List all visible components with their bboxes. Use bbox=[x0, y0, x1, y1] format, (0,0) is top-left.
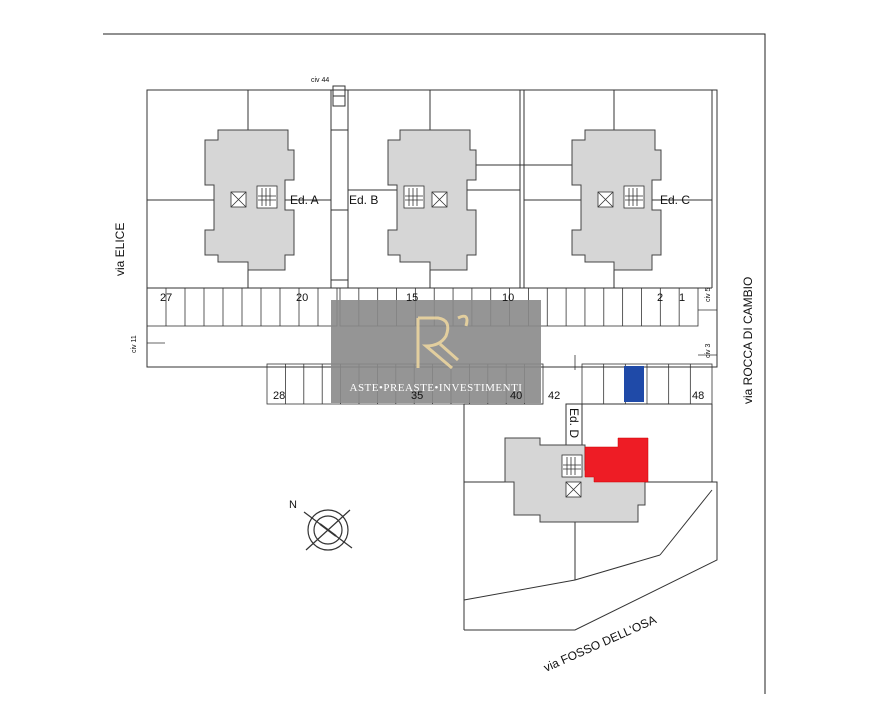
stair-lift-symbols bbox=[230, 185, 645, 498]
civic-44-label: civ 44 bbox=[311, 77, 329, 84]
parking-number-15: 15 bbox=[406, 292, 418, 304]
building-c-label: Ed. C bbox=[660, 193, 690, 207]
highlighted-apartment bbox=[584, 437, 649, 483]
building-d-label: Ed. D bbox=[567, 408, 581, 438]
building-b-label: Ed. B bbox=[349, 193, 378, 207]
highlighted-parking-space bbox=[624, 366, 644, 402]
parking-number-42: 42 bbox=[548, 390, 560, 402]
parking-number-28: 28 bbox=[273, 390, 285, 402]
parking-number-27: 27 bbox=[160, 292, 172, 304]
parking-number-10: 10 bbox=[502, 292, 514, 304]
parking-number-40: 40 bbox=[510, 390, 522, 402]
parking-number-48: 48 bbox=[692, 390, 704, 402]
driveway bbox=[147, 309, 717, 370]
building-c-footprint bbox=[571, 129, 662, 271]
civic-3-label: civ 3 bbox=[705, 344, 712, 359]
compass-north-label: N bbox=[289, 499, 297, 511]
parking-number-35: 35 bbox=[411, 390, 423, 402]
civic-11-label: civ 11 bbox=[131, 335, 138, 353]
building-a-label: Ed. A bbox=[290, 193, 319, 207]
street-elice: via ELICE bbox=[113, 223, 127, 276]
parking-number-20: 20 bbox=[296, 292, 308, 304]
north-compass-icon: N bbox=[289, 499, 353, 551]
street-fosso-dell-osa: via FOSSO DELL'OSA bbox=[542, 612, 659, 674]
page-frame bbox=[103, 33, 766, 694]
watermark-logo-icon bbox=[416, 314, 469, 370]
civic-5-label: civ 5 bbox=[705, 288, 712, 303]
building-d-footprint bbox=[504, 437, 646, 523]
building-a-footprint bbox=[204, 129, 295, 271]
parking-number-1: 1 bbox=[679, 292, 685, 304]
watermark-text: ASTE•PREASTE•INVESTIMENTI bbox=[350, 382, 523, 394]
watermark: ASTE•PREASTE•INVESTIMENTI bbox=[331, 300, 541, 403]
parking-number-2: 2 bbox=[657, 292, 663, 304]
street-rocca-di-cambio: via ROCCA DI CAMBIO bbox=[741, 277, 755, 404]
buildings bbox=[204, 129, 662, 523]
